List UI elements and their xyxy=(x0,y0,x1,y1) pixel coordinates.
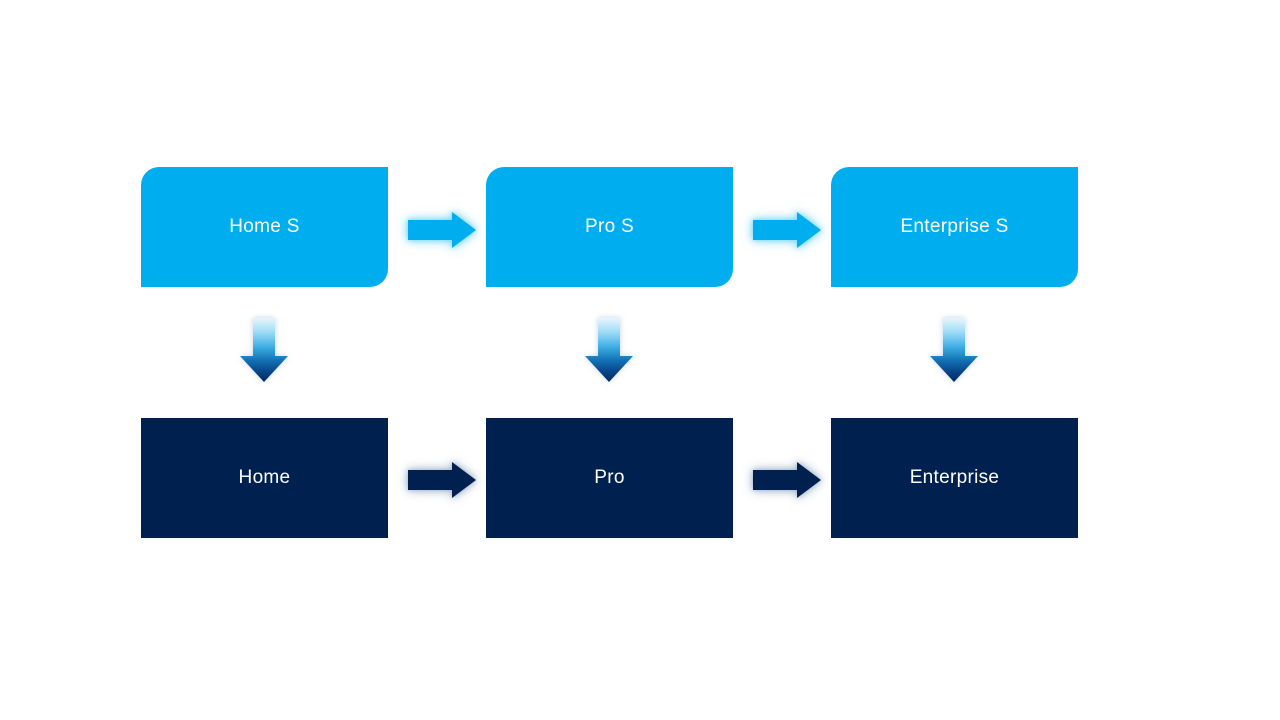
stage-box-pro-s: Pro S xyxy=(486,167,733,287)
stage-box-enterprise: Enterprise xyxy=(831,418,1078,538)
box-label: Enterprise xyxy=(909,467,1000,488)
box-label: Pro xyxy=(594,467,625,488)
box-label: Enterprise S xyxy=(900,216,1009,237)
right-arrow-icon xyxy=(753,212,821,248)
stage-box-pro: Pro xyxy=(486,418,733,538)
stage-box-home-s: Home S xyxy=(141,167,388,287)
down-arrow-icon xyxy=(585,318,633,382)
down-arrow-icon xyxy=(930,318,978,382)
stage-box-home: Home xyxy=(141,418,388,538)
box-label: Home xyxy=(238,467,291,488)
box-label: Pro S xyxy=(584,216,635,237)
right-arrow-icon xyxy=(753,462,821,498)
stage-box-enterprise-s: Enterprise S xyxy=(831,167,1078,287)
box-label: Home S xyxy=(229,216,300,237)
down-arrow-icon xyxy=(240,318,288,382)
right-arrow-icon xyxy=(408,212,476,248)
right-arrow-icon xyxy=(408,462,476,498)
